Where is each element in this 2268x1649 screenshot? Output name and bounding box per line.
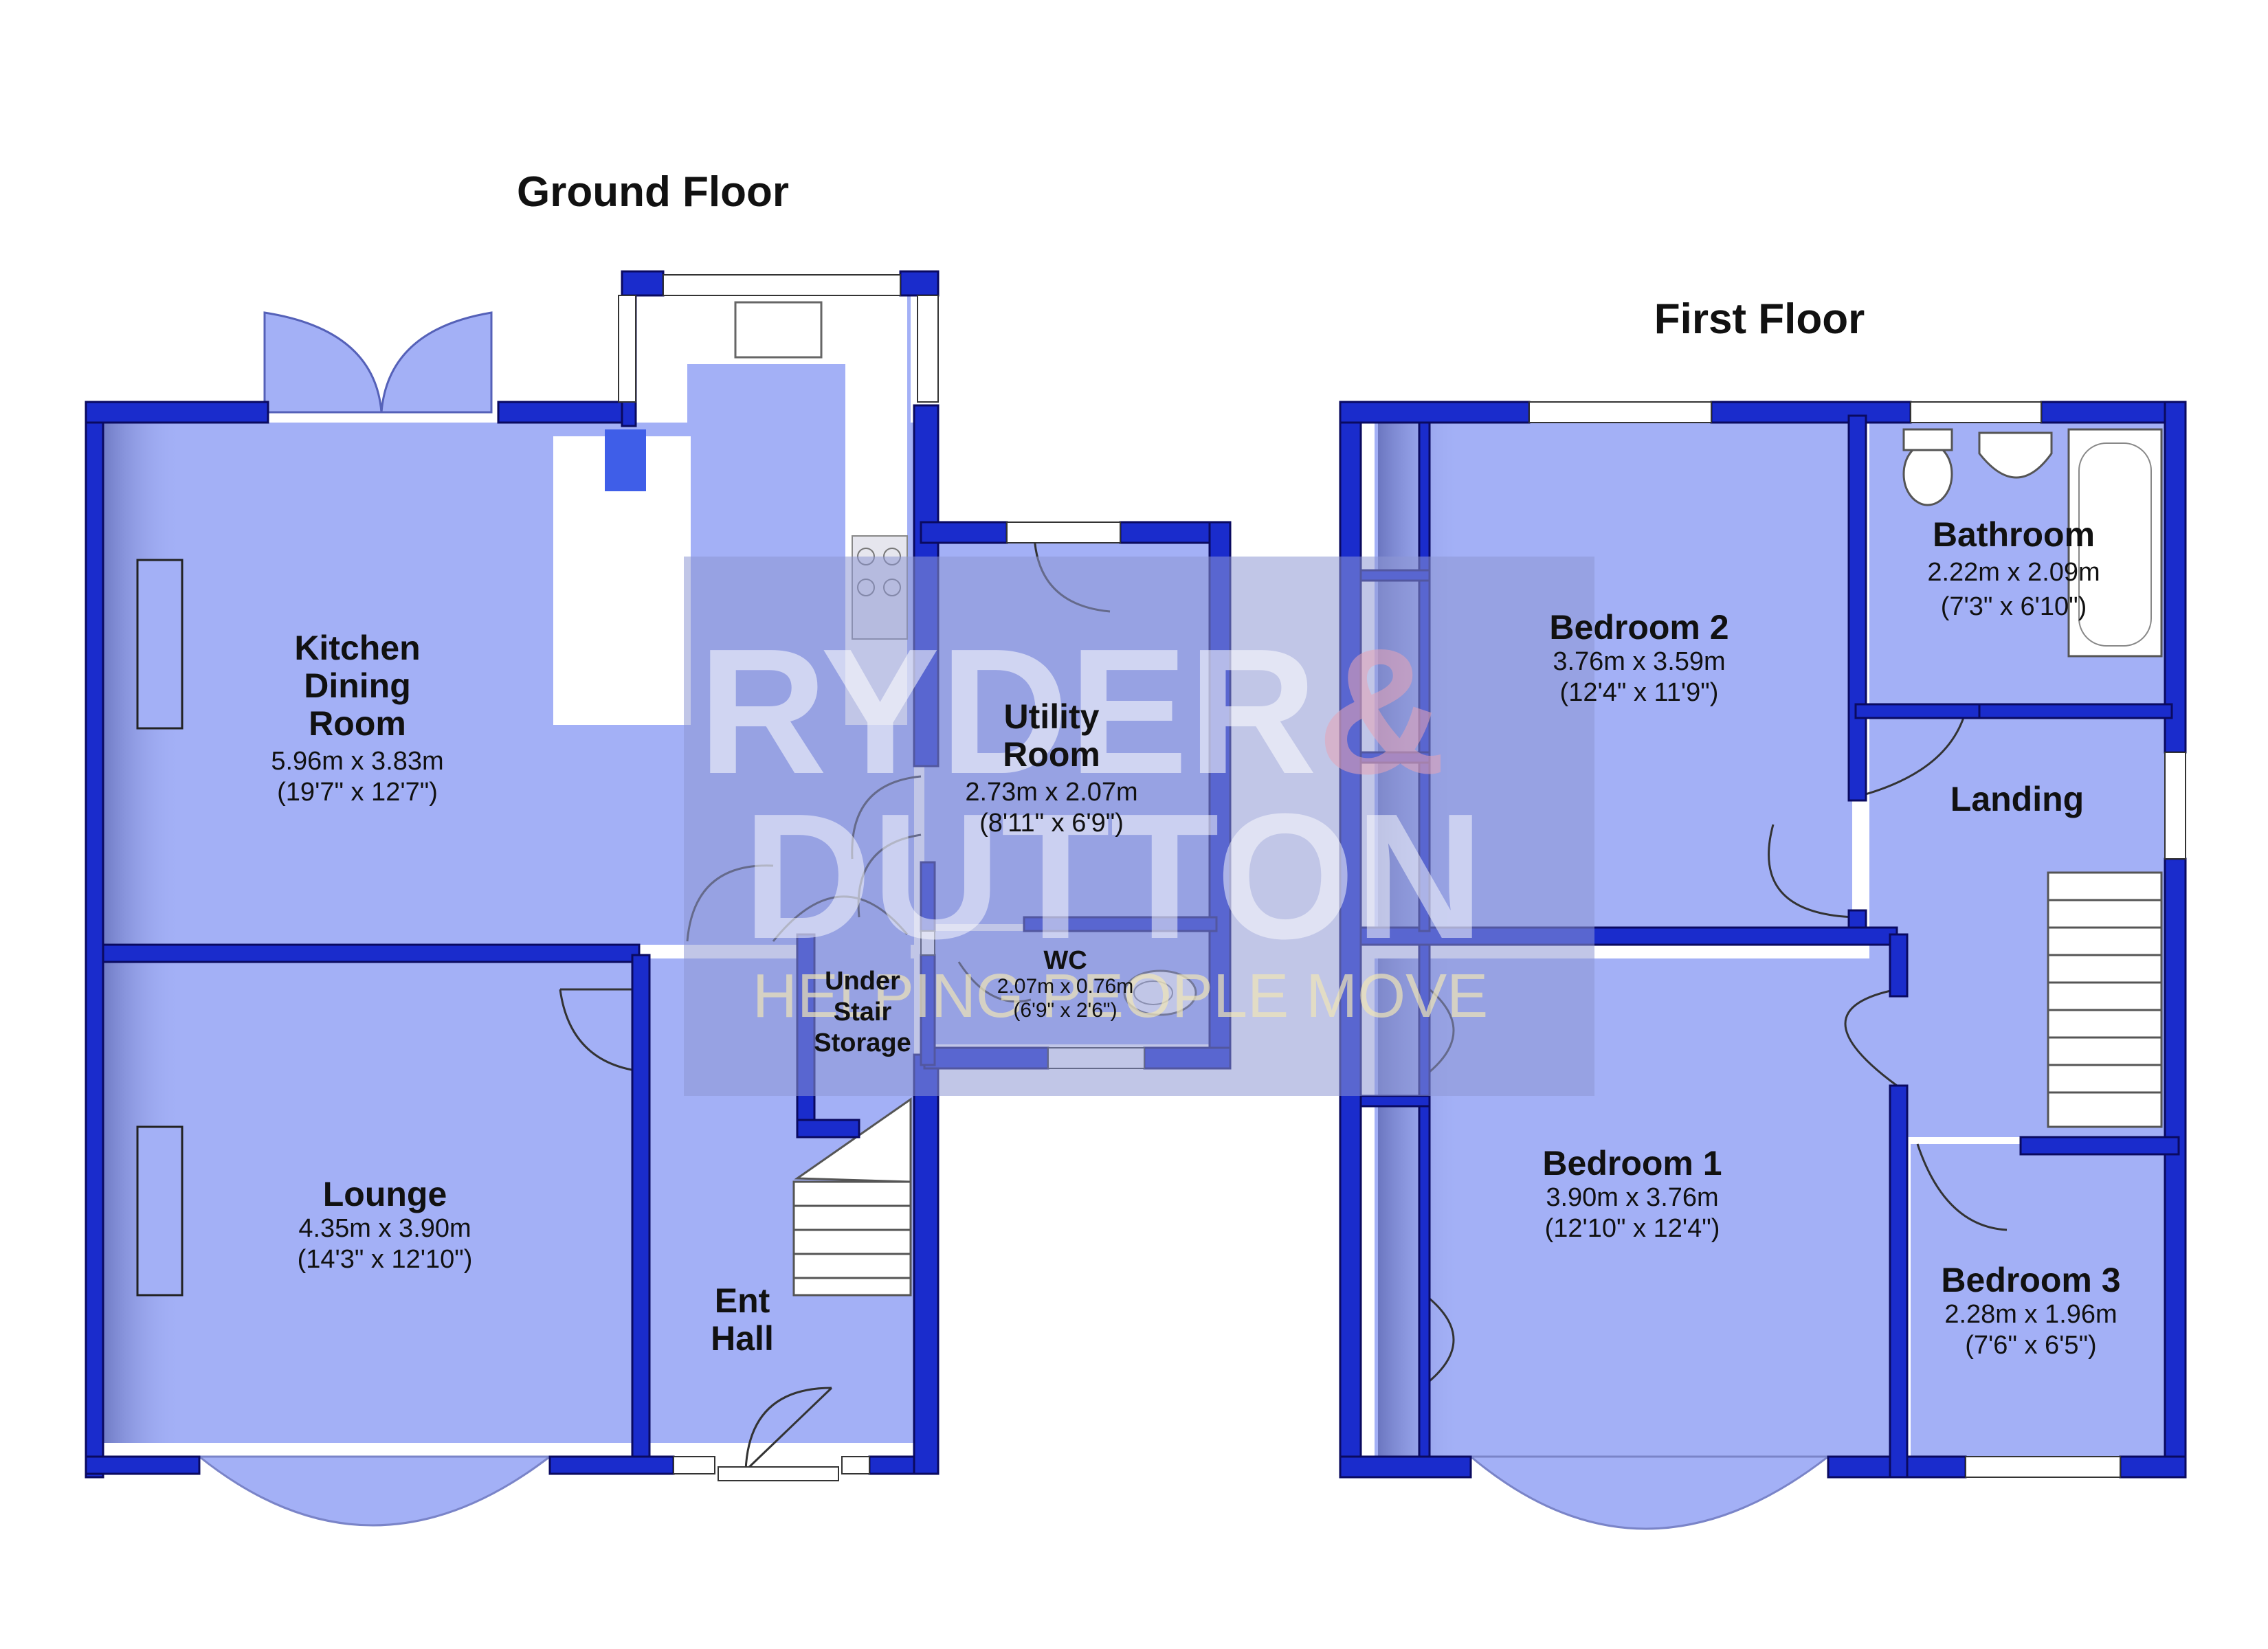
kitchen-sink — [734, 301, 823, 359]
hall-label: Ent Hall — [711, 1281, 774, 1358]
svg-text:2.07m x 0.76m: 2.07m x 0.76m — [997, 975, 1133, 998]
svg-text:3.90m x 3.76m: 3.90m x 3.76m — [1546, 1183, 1718, 1212]
svg-text:3.76m x 3.59m: 3.76m x 3.59m — [1553, 647, 1725, 676]
french-door-left — [263, 311, 383, 414]
bath-toilet — [1902, 442, 1953, 506]
understair-label: Under Stair Storage — [814, 967, 911, 1057]
bedroom1-bay — [1467, 1455, 1832, 1530]
svg-text:2.22m x 2.09m: 2.22m x 2.09m — [1927, 558, 2100, 587]
bedroom2-label: Bedroom 2 3.76m x 3.59m (12'4" x 11'9") — [1549, 608, 1728, 707]
svg-text:Hall: Hall — [711, 1319, 774, 1358]
lounge-label: Lounge 4.35m x 3.90m (14'3" x 12'10") — [298, 1175, 473, 1274]
bedroom1-label: Bedroom 1 3.90m x 3.76m (12'10" x 12'4") — [1542, 1144, 1722, 1243]
svg-text:(7'6" x 6'5"): (7'6" x 6'5") — [1965, 1331, 2096, 1360]
svg-text:Bedroom 1: Bedroom 1 — [1542, 1144, 1722, 1182]
watermark-dutton: DUTTON — [743, 777, 1484, 976]
svg-text:(6'9" x 2'6"): (6'9" x 2'6") — [1013, 999, 1117, 1022]
svg-text:RYDER&: RYDER& — [698, 612, 1446, 811]
svg-text:Under: Under — [825, 967, 900, 996]
utility-label: Utility Room 2.73m x 2.07m (8'11" x 6'9"… — [965, 697, 1137, 838]
svg-text:Kitchen: Kitchen — [294, 629, 420, 667]
watermark-ryder: RYDER — [698, 612, 1317, 811]
lounge-floor — [100, 958, 639, 1443]
chimney-breast-lounge — [136, 1125, 184, 1297]
wc-label: WC 2.07m x 0.76m (6'9" x 2'6") — [997, 946, 1133, 1022]
kitchen-label: Kitchen Dining Room 5.96m x 3.83m (19'7"… — [271, 629, 443, 807]
bedroom3-floor — [1911, 1144, 2165, 1457]
svg-text:Dining: Dining — [304, 666, 411, 705]
svg-text:Landing: Landing — [1950, 780, 2084, 818]
watermark: RYDER& DUTTON HELPING PEOPLE MOVE — [684, 557, 1594, 1096]
first-windows — [1528, 401, 2186, 1478]
svg-text:(7'3" x 6'10"): (7'3" x 6'10") — [1941, 592, 2087, 621]
svg-text:5.96m x 3.83m: 5.96m x 3.83m — [271, 747, 443, 776]
bathroom-label: Bathroom 2.22m x 2.09m (7'3" x 6'10") — [1927, 515, 2100, 621]
svg-text:(8'11" x 6'9"): (8'11" x 6'9") — [979, 809, 1124, 838]
svg-text:Room: Room — [1003, 735, 1100, 774]
svg-text:Stair: Stair — [834, 998, 892, 1027]
svg-text:WC: WC — [1043, 946, 1087, 975]
ground-floor-title: Ground Floor — [517, 168, 789, 216]
svg-text:Room: Room — [309, 704, 406, 743]
svg-text:Utility: Utility — [1004, 697, 1100, 736]
svg-text:2.28m x 1.96m: 2.28m x 1.96m — [1944, 1300, 2117, 1329]
svg-text:Bedroom 3: Bedroom 3 — [1941, 1261, 2120, 1299]
ground-stairs — [792, 1097, 912, 1297]
lounge-bay — [196, 1455, 553, 1527]
svg-text:Storage: Storage — [814, 1029, 911, 1057]
french-door-right — [380, 311, 493, 414]
first-stairs — [2047, 871, 2163, 1128]
watermark-amp: & — [1317, 612, 1446, 811]
svg-text:Ent: Ent — [715, 1281, 770, 1320]
svg-text:(12'4" x 11'9"): (12'4" x 11'9") — [1560, 678, 1719, 707]
first-floor-title: First Floor — [1654, 295, 1865, 343]
svg-text:Bedroom 2: Bedroom 2 — [1549, 608, 1728, 647]
svg-text:4.35m x 3.90m: 4.35m x 3.90m — [298, 1214, 471, 1243]
bedroom3-label: Bedroom 3 2.28m x 1.96m (7'6" x 6'5") — [1941, 1261, 2120, 1360]
svg-text:(12'10" x 12'4"): (12'10" x 12'4") — [1545, 1214, 1720, 1243]
basin — [1978, 431, 2053, 479]
fridge — [605, 429, 646, 491]
chimney-breast-kitchen — [136, 559, 184, 730]
landing-label: Landing — [1950, 780, 2084, 818]
svg-text:Lounge: Lounge — [323, 1175, 447, 1213]
svg-text:Bathroom: Bathroom — [1933, 515, 2095, 554]
watermark-tagline: HELPING PEOPLE MOVE — [753, 962, 1488, 1031]
svg-text:2.73m x 2.07m: 2.73m x 2.07m — [965, 778, 1137, 807]
svg-text:(19'7" x 12'7"): (19'7" x 12'7") — [277, 778, 438, 807]
svg-text:(14'3" x 12'10"): (14'3" x 12'10") — [298, 1245, 473, 1274]
